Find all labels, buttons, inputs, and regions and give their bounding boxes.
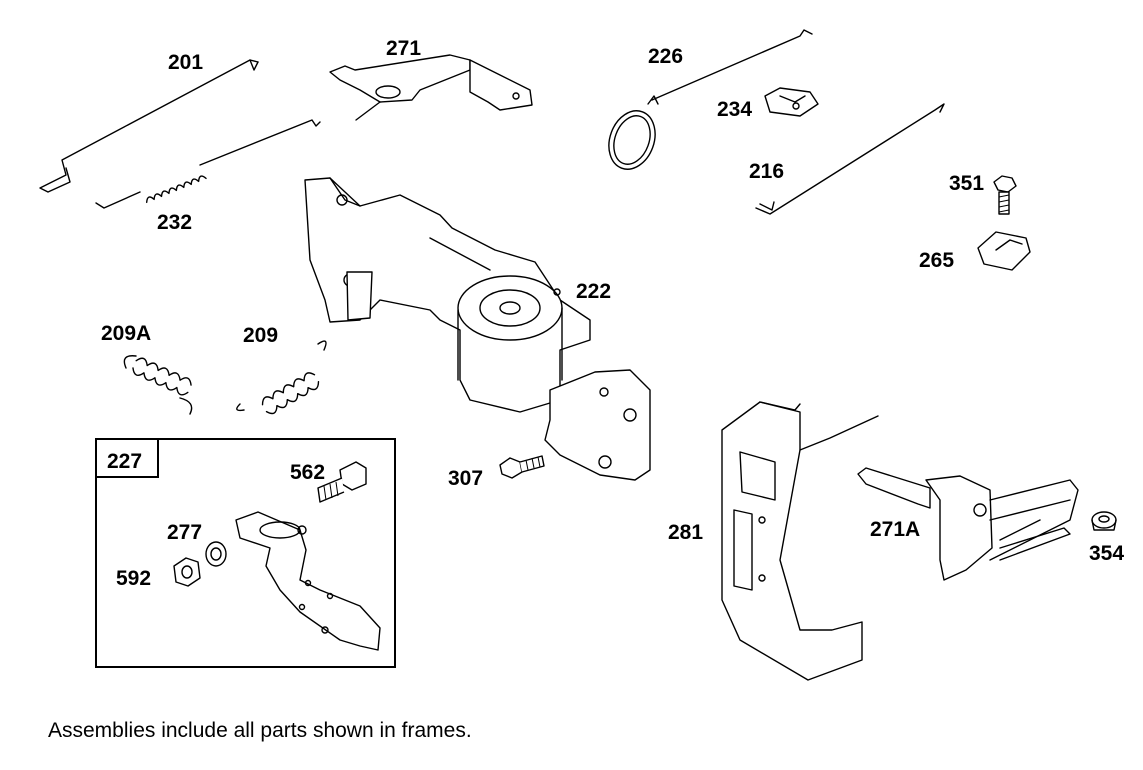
label-277: 277 — [167, 521, 203, 544]
part-232-spring — [95, 119, 321, 209]
part-201-rod — [39, 59, 259, 193]
part-271A-throttle — [857, 467, 1079, 581]
label-271: 271 — [386, 37, 422, 60]
label-592: 592 — [116, 567, 152, 590]
label-232: 232 — [157, 211, 193, 234]
label-209: 209 — [243, 324, 279, 347]
part-307-screw — [499, 455, 545, 479]
label-234: 234 — [717, 98, 753, 121]
label-265: 265 — [919, 249, 955, 272]
part-222-governor — [457, 275, 563, 381]
label-351: 351 — [949, 172, 985, 195]
label-354: 354 — [1089, 542, 1125, 565]
part-592-nut — [173, 557, 201, 587]
label-281: 281 — [668, 521, 704, 544]
part-354-bushing — [1091, 511, 1117, 531]
part-226-loop — [608, 29, 813, 170]
label-209A: 209A — [101, 322, 152, 345]
label-562: 562 — [290, 461, 326, 484]
label-227: 227 — [107, 450, 143, 473]
label-222: 222 — [576, 280, 612, 303]
part-562-bolt — [317, 461, 367, 503]
assembly-frame-tab — [95, 438, 159, 478]
label-201: 201 — [168, 51, 204, 74]
label-271A: 271A — [870, 518, 921, 541]
label-226: 226 — [648, 45, 684, 68]
part-209-spring — [236, 340, 327, 415]
part-277-washer — [205, 541, 227, 567]
part-351-screw — [993, 175, 1017, 215]
part-265-clip — [977, 231, 1031, 271]
diagram-caption: Assemblies include all parts shown in fr… — [48, 719, 472, 742]
part-lower-bracket — [544, 369, 651, 481]
label-216: 216 — [749, 160, 785, 183]
part-209A-spring — [123, 355, 193, 415]
part-234-clip — [764, 87, 819, 117]
part-271-bracket — [329, 54, 533, 121]
assembly-frame — [95, 438, 396, 668]
label-307: 307 — [448, 467, 484, 490]
part-216-rod — [755, 103, 945, 215]
part-227-lever — [235, 511, 381, 651]
part-281-bracket — [721, 401, 879, 681]
